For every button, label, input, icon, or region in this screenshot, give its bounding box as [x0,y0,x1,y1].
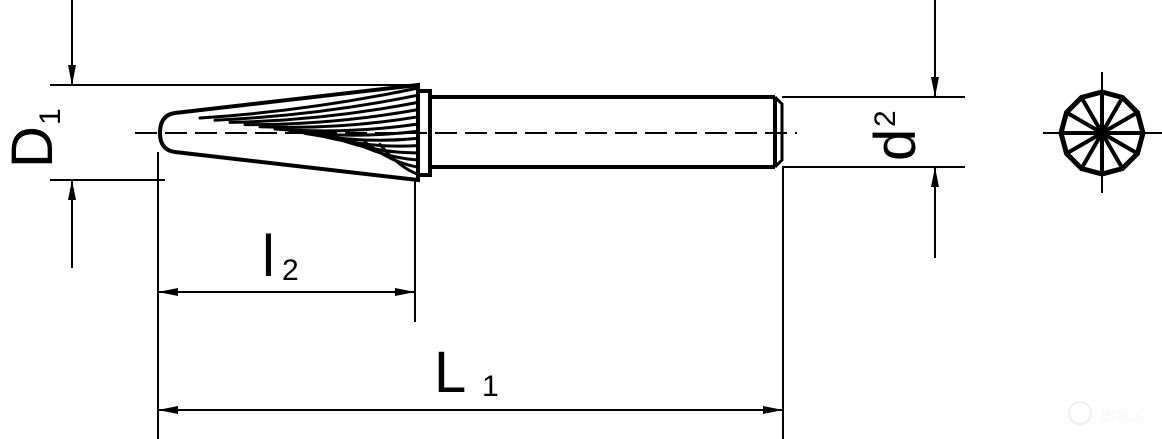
watermark-logo: enex [1068,401,1143,426]
end-view-spoke [1065,110,1103,135]
flute-line [213,93,420,122]
flute-line [258,115,420,129]
end-view-spoke [1079,96,1104,134]
label-d2-sub: 2 [869,110,902,127]
flute-line [228,100,420,124]
label-L1-sub: 1 [482,370,499,403]
flute-line [198,86,420,120]
cutter-head [157,82,420,183]
label-d2: d [863,129,928,161]
dimension-L1 [158,167,784,439]
dimension-d2 [782,0,965,258]
svg-text:enex: enex [1100,404,1143,426]
label-l2-sub: 2 [282,254,299,287]
dimension-l2 [157,152,416,439]
shank [416,89,784,177]
label-L1: L [434,340,466,405]
end-view-spoke [1100,96,1125,134]
end-view-spoke [1101,131,1139,156]
end-view-spoke [1101,110,1139,135]
end-view [1043,72,1162,193]
flute-line [378,142,420,176]
flute-line [243,108,420,127]
label-D1-sub: 1 [34,108,67,125]
dimension-D1 [50,0,418,268]
flute-line [303,131,420,142]
label-D1: D [0,126,65,168]
end-view-spoke [1079,131,1104,170]
end-view-spoke [1100,131,1125,170]
label-l2: l [262,224,275,289]
end-view-spoke [1065,131,1103,156]
